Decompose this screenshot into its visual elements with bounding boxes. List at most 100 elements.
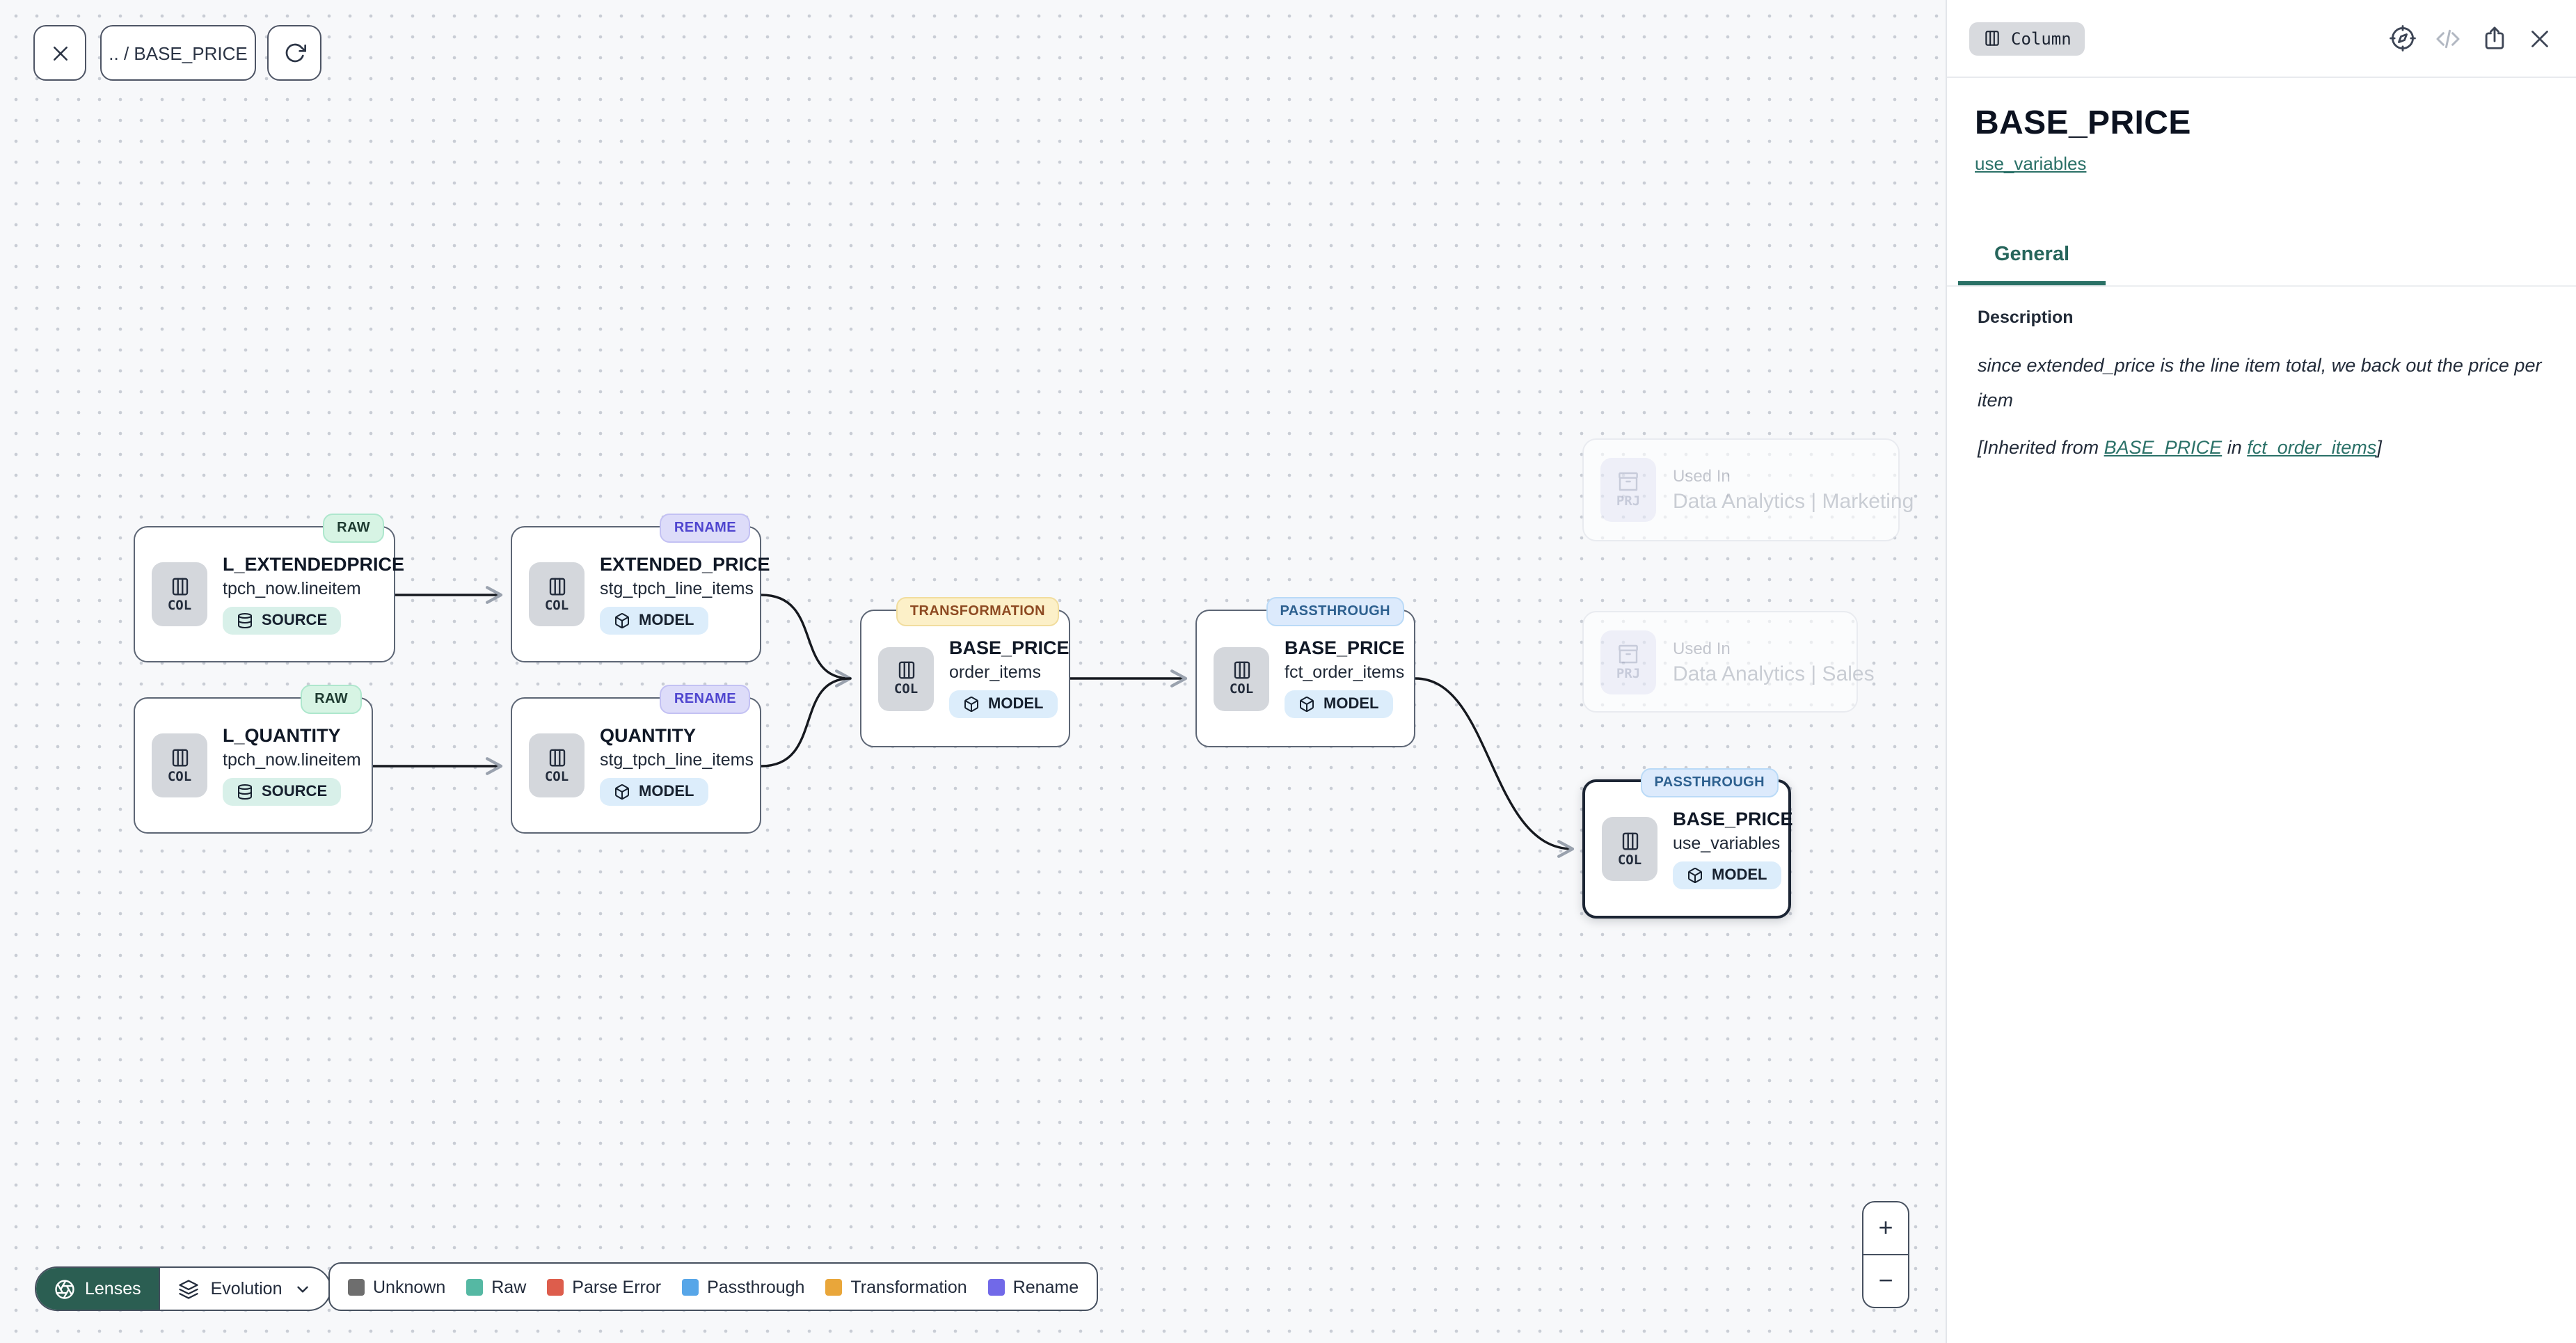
lineage-canvas[interactable]: PRJ Used In Data Analytics | Marketing P… (0, 0, 1946, 1343)
panel-actions (2388, 24, 2554, 52)
legend-label: Passthrough (707, 1277, 805, 1296)
database-icon (238, 784, 252, 799)
panel-title: BASE_PRICE (1975, 104, 2191, 142)
share-icon (2484, 26, 2504, 49)
columns-icon (548, 748, 565, 766)
lens-badge-rename: RENAME (660, 685, 750, 714)
inherited-from-note: [Inherited from BASE_PRICE in fct_order_… (1978, 431, 2548, 466)
description-section: Description since extended_price is the … (1947, 287, 2576, 465)
node-subtitle: fct_order_items (1285, 662, 1405, 682)
lenses-label: Lenses (85, 1279, 141, 1298)
tile-label: COL (167, 598, 192, 613)
column-type-tile: COL (529, 562, 585, 626)
legend-swatch-rename (987, 1278, 1005, 1295)
refresh-icon (285, 43, 305, 63)
inherited-middle: in (2222, 436, 2248, 458)
legend-swatch-passthrough (682, 1278, 699, 1295)
columns-icon (548, 577, 565, 595)
project-type-tile: PRJ (1600, 630, 1656, 694)
column-type-tile: COL (152, 562, 207, 626)
lens-badge-transformation: TRANSFORMATION (896, 597, 1059, 626)
model-chip: MODEL (1673, 861, 1781, 889)
lenses-button[interactable]: Lenses (36, 1268, 159, 1310)
cube-icon (615, 784, 629, 800)
node-subtitle: order_items (949, 662, 1041, 682)
zoom-in-button[interactable]: + (1863, 1202, 1908, 1255)
zoom-out-button[interactable]: − (1878, 1266, 1893, 1294)
legend-swatch-raw (466, 1278, 484, 1295)
tile-label: PRJ (1616, 494, 1641, 509)
tile-label: COL (1617, 852, 1642, 868)
node-base-price-fct-order-items[interactable]: PASSTHROUGH COL BASE_PRICE fct_order_ite… (1195, 597, 1415, 747)
lens-selector-dropdown[interactable]: Evolution (159, 1268, 330, 1310)
columns-icon (171, 748, 188, 766)
close-icon (2531, 30, 2548, 47)
lens-badge-passthrough: PASSTHROUGH (1640, 768, 1779, 797)
node-title: BASE_PRICE (1285, 637, 1405, 658)
node-title: BASE_PRICE (1673, 808, 1793, 829)
node-title: L_QUANTITY (223, 724, 341, 745)
used-in-label: Used In (1673, 466, 1731, 486)
node-subtitle: tpch_now.lineitem (223, 749, 361, 769)
entity-type-badge: Column (1969, 22, 2085, 55)
node-subtitle: use_variables (1673, 833, 1781, 852)
panel-body: BASE_PRICE use_variables (1947, 78, 2576, 177)
panel-header: Column (1947, 0, 2576, 78)
node-subtitle: tpch_now.lineitem (223, 578, 361, 598)
inherited-column-link[interactable]: BASE_PRICE (2104, 436, 2223, 458)
node-subtitle: stg_tpch_line_items (600, 749, 754, 769)
inherited-model-link[interactable]: fct_order_items (2247, 436, 2377, 458)
legend-item: Passthrough (682, 1277, 804, 1296)
legend-item: Raw (466, 1277, 526, 1296)
view-code-button[interactable] (2434, 24, 2462, 52)
entity-type-label: Column (2011, 29, 2072, 48)
used-in-node-sales: PRJ Used In Data Analytics | Sales (1582, 611, 1875, 713)
source-chip: SOURCE (223, 606, 342, 634)
columns-icon (1233, 661, 1250, 679)
column-type-tile: COL (1214, 646, 1269, 710)
node-base-price-use-variables-selected[interactable]: PASSTHROUGH COL BASE_PRICE use_variables… (1582, 768, 1793, 919)
breadcrumb[interactable]: .. / BASE_PRICE (100, 25, 256, 81)
description-heading: Description (1978, 308, 2074, 327)
legend-label: Unknown (373, 1277, 446, 1296)
description-text: since extended_price is the line item to… (1978, 355, 2542, 411)
edge (760, 594, 852, 688)
columns-icon (1621, 832, 1638, 850)
tile-label: COL (893, 682, 919, 697)
model-chip: MODEL (949, 690, 1058, 718)
node-l-extendedprice[interactable]: RAW COL L_EXTENDEDPRICE tpch_now.lineite… (134, 514, 404, 662)
code-icon (2436, 29, 2460, 48)
explore-button[interactable] (2388, 24, 2416, 52)
lens-badge-raw: RAW (301, 685, 362, 714)
used-in-node-marketing: PRJ Used In Data Analytics | Marketing (1582, 438, 1914, 541)
tab-general[interactable]: General (1958, 230, 2106, 285)
close-lineage-button[interactable] (33, 25, 86, 81)
legend-item: Transformation (825, 1277, 967, 1296)
columns-icon (1985, 31, 1999, 46)
panel-tabs: General (1947, 230, 2576, 287)
node-title: EXTENDED_PRICE (600, 553, 770, 574)
archive-icon (1619, 644, 1638, 663)
layers-icon (179, 1279, 199, 1298)
close-panel-button[interactable] (2526, 24, 2554, 52)
lens-badge-raw: RAW (323, 514, 384, 543)
model-link[interactable]: use_variables (1975, 153, 2087, 174)
refresh-button[interactable] (267, 25, 321, 81)
lens-legend: Unknown Raw Parse Error Passthrough Tran… (328, 1262, 1099, 1311)
node-quantity[interactable]: RENAME COL QUANTITY stg_tpch_line_items … (511, 685, 761, 834)
node-l-quantity[interactable]: RAW COL L_QUANTITY tpch_now.lineitem SOU… (134, 685, 373, 834)
share-button[interactable] (2480, 24, 2508, 52)
database-icon (238, 612, 252, 628)
legend-label: Rename (1012, 1277, 1079, 1296)
node-base-price-order-items[interactable]: TRANSFORMATION COL BASE_PRICE order_item… (860, 597, 1070, 747)
aperture-icon (55, 1279, 74, 1298)
legend-item: Rename (987, 1277, 1079, 1296)
node-extended-price[interactable]: RENAME COL EXTENDED_PRICE stg_tpch_line_… (511, 514, 770, 662)
lens-badge-rename: RENAME (660, 514, 750, 543)
column-type-tile: COL (152, 733, 207, 797)
project-name: Data Analytics | Sales (1673, 662, 1875, 685)
node-title: BASE_PRICE (949, 637, 1070, 658)
tile-label: PRJ (1616, 666, 1641, 681)
archive-icon (1619, 472, 1638, 491)
